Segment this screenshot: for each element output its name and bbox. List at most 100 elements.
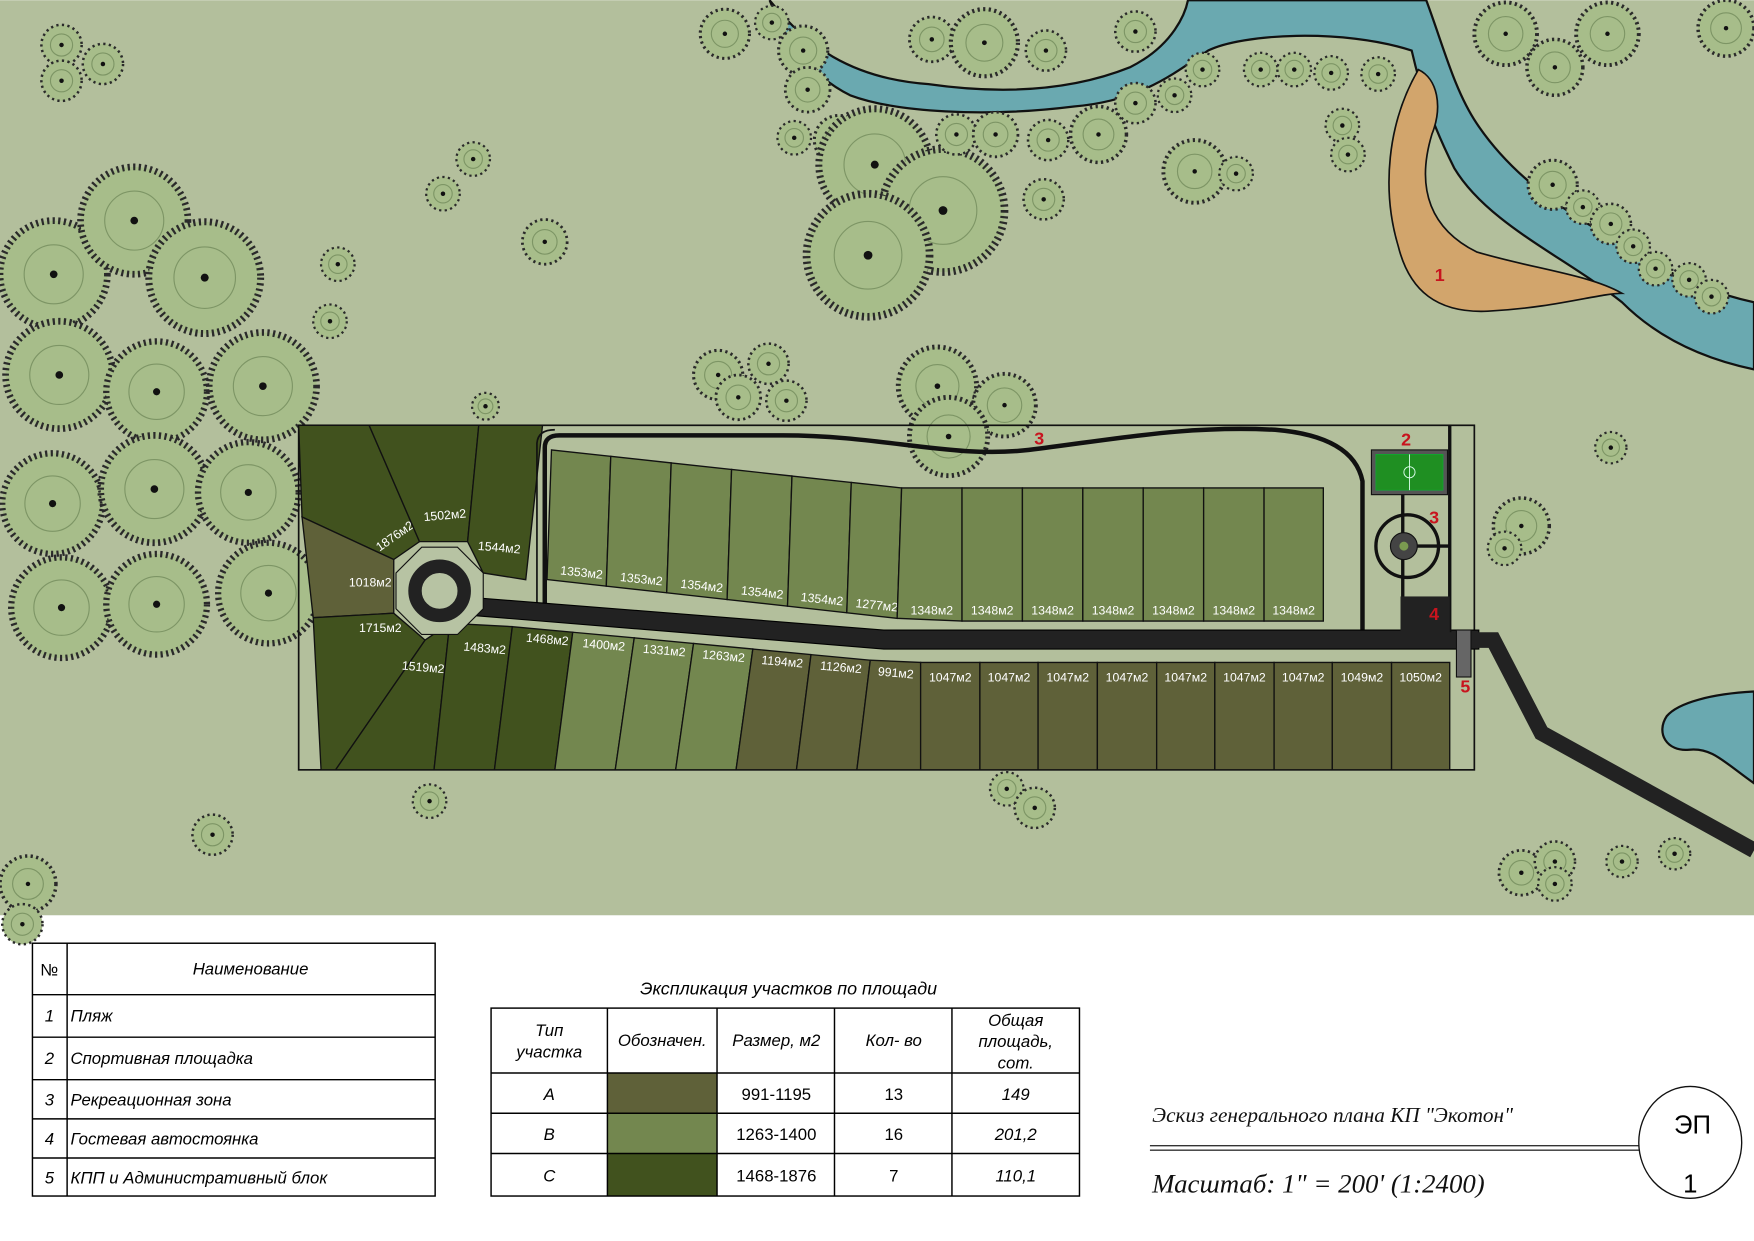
guest-parking[interactable]	[1400, 596, 1450, 642]
lot-b[interactable]: 1354м2	[666, 462, 733, 601]
lot-b[interactable]: 1354м2	[786, 475, 852, 614]
lot-b[interactable]: 1348м2	[1142, 487, 1205, 622]
lot-b[interactable]: 1348м2	[896, 487, 963, 622]
lot-b[interactable]: 1277м2	[846, 481, 903, 620]
legend-row-num: 2	[44, 1049, 55, 1068]
checkpoint-building[interactable]	[1455, 629, 1472, 678]
sports-field-center	[1403, 466, 1416, 479]
marker-parking: 4	[1429, 604, 1439, 624]
lot-c[interactable]: 1544м2	[466, 424, 544, 581]
lot-b[interactable]: 1348м2	[1263, 487, 1325, 622]
tree-icon	[214, 539, 322, 647]
tree-icon	[698, 7, 752, 60]
lot-area-label: 1544м2	[477, 539, 521, 557]
drawing-title: Эскиз генерального плана КП "Экотон"	[1152, 1103, 1513, 1127]
legend-row: 2 Спортивная площадка	[44, 1049, 253, 1068]
lot-a[interactable]: 1050м2	[1390, 661, 1451, 771]
lot-area-label: 1194м2	[761, 653, 804, 671]
lot-c[interactable]: 1876м2	[297, 424, 421, 561]
cell-area: 149	[1002, 1085, 1030, 1104]
tree-icon	[1026, 118, 1070, 162]
lot-area-label: 1049м2	[1341, 670, 1384, 684]
lot-area-label: 1263м2	[702, 647, 746, 665]
tree-icon	[1242, 51, 1279, 88]
lot-area-label: 1468м2	[525, 631, 569, 649]
lot-a[interactable]: 1049м2	[1331, 661, 1393, 771]
tree-icon	[1161, 138, 1228, 205]
marker-recreation-east: 3	[1429, 508, 1439, 528]
lot-shape[interactable]	[896, 487, 963, 622]
tree-icon	[425, 175, 461, 212]
lot-b[interactable]: 1348м2	[1202, 487, 1265, 622]
tree-icon	[1330, 136, 1366, 173]
tree-icon	[1696, 0, 1754, 58]
lot-a[interactable]: 1047м2	[979, 661, 1039, 771]
cell-area: 110,1	[995, 1166, 1036, 1185]
tree-icon	[906, 394, 991, 479]
header-mark: Обозначен.	[618, 1031, 707, 1050]
cell-count: 13	[884, 1085, 903, 1104]
lot-shape[interactable]	[466, 424, 544, 581]
tree-icon	[777, 24, 830, 77]
cell-area: 201,2	[994, 1125, 1038, 1144]
explication-row: A 991-1195 13 149	[543, 1085, 1030, 1104]
explication-row: B 1263-1400 16 201,2	[544, 1125, 1038, 1144]
tree-icon	[1472, 0, 1539, 68]
lot-shape[interactable]	[297, 424, 421, 561]
lot-area-label: 1047м2	[929, 670, 972, 684]
tree-icon	[1536, 866, 1573, 902]
tree-icon	[520, 218, 569, 266]
lot-shape[interactable]	[1390, 661, 1451, 771]
lot-b[interactable]: 1263м2	[674, 642, 754, 771]
lot-shape[interactable]	[1082, 487, 1144, 622]
loop-path-inner	[536, 428, 555, 610]
lot-b[interactable]: 1354м2	[726, 468, 793, 607]
lot-b[interactable]: 1348м2	[1082, 487, 1144, 622]
sheet-number: 1	[1683, 1171, 1697, 1199]
tree-icon	[1594, 430, 1628, 465]
lot-a[interactable]: 1018м2	[301, 515, 395, 619]
lot-b[interactable]: 1353м2	[605, 455, 672, 594]
lot-b[interactable]: 1348м2	[1021, 487, 1084, 622]
lot-a[interactable]: 1047м2	[1037, 661, 1099, 771]
tree-icon	[1360, 56, 1397, 92]
beach-area	[1388, 68, 1626, 313]
lot-a[interactable]: 1047м2	[1096, 661, 1158, 771]
tree-icon	[988, 770, 1025, 807]
tree-icon	[0, 450, 107, 558]
tree-icon	[1218, 155, 1254, 192]
lot-shape[interactable]	[1263, 487, 1325, 622]
lot-shape[interactable]	[1021, 487, 1084, 622]
marker-recreation-north: 3	[1034, 428, 1044, 448]
lot-a[interactable]: 1047м2	[1214, 661, 1275, 771]
explication-title: Экспликация участков по площади	[640, 979, 937, 999]
lot-c[interactable]: 1715м2	[312, 612, 426, 771]
lot-a[interactable]: 1047м2	[919, 661, 981, 771]
tree-icon	[97, 432, 212, 547]
lot-area-label: 1047м2	[1046, 670, 1089, 684]
tree-icon	[319, 246, 356, 283]
lot-a[interactable]: 1047м2	[1273, 661, 1333, 771]
recreation-ring[interactable]	[1374, 513, 1441, 580]
lot-shape[interactable]	[1142, 487, 1205, 622]
lot-c[interactable]: 1468м2	[493, 625, 574, 771]
tree-icon	[1313, 55, 1350, 91]
lot-area-label: 1483м2	[463, 640, 507, 658]
lot-a[interactable]: 1126м2	[795, 653, 872, 771]
tree-icon	[1486, 530, 1523, 567]
lot-a[interactable]: 1047м2	[1155, 661, 1216, 771]
tree-icon	[1637, 250, 1674, 287]
tree-icon	[1525, 37, 1585, 98]
site-map: 1876м21502м21544м21018м21715м21519м21483…	[0, 0, 1754, 946]
lot-b[interactable]: 1348м2	[961, 487, 1024, 622]
lot-b[interactable]: 1353м2	[546, 449, 612, 587]
lot-area-label: 1354м2	[800, 590, 844, 608]
legend-row: 3 Рекреационная зона	[45, 1090, 232, 1109]
lot-shape[interactable]	[961, 487, 1024, 622]
lot-shape[interactable]	[1202, 487, 1265, 622]
tree-icon	[948, 7, 1021, 79]
tree-icon	[1574, 0, 1641, 68]
legend-header-num: №	[40, 961, 58, 980]
cell-size: 1468-1876	[736, 1166, 816, 1185]
